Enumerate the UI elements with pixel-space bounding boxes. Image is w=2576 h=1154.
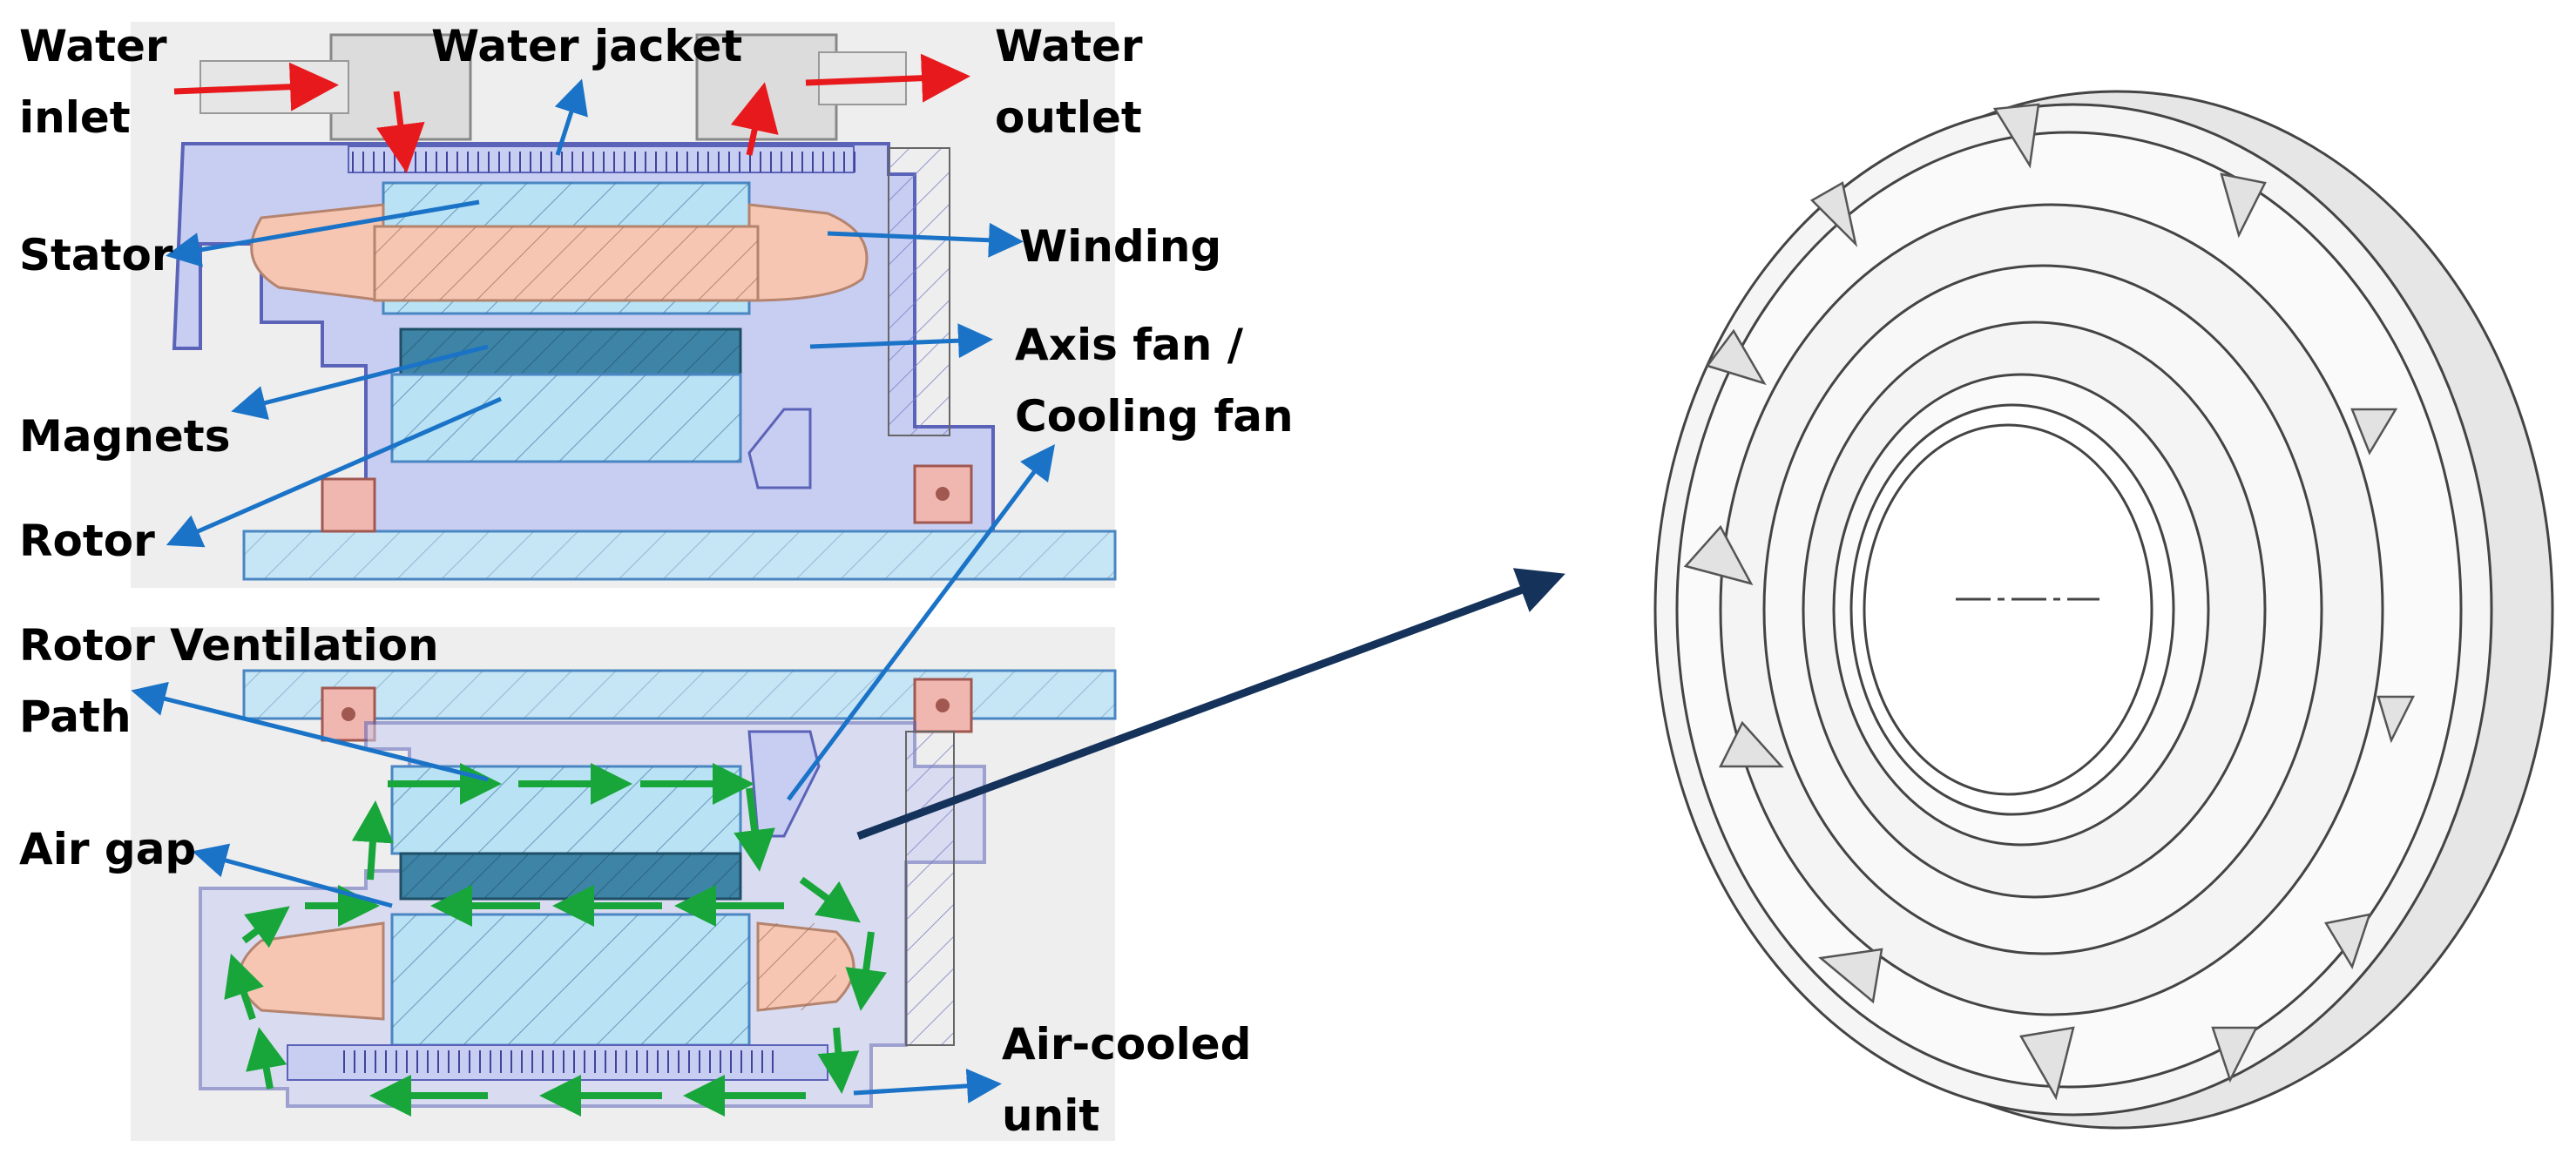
magnets-arrow — [231, 344, 489, 421]
water-flow-arrows — [173, 53, 970, 173]
fan-pointer-arrow — [856, 568, 1565, 840]
label-air-cooled-line2: unit — [1002, 1090, 1100, 1141]
label-water-outlet-line1: Water — [995, 21, 1143, 71]
label-air-gap: Air gap — [19, 824, 197, 874]
label-water-jacket: Water jacket — [431, 21, 743, 71]
label-rotor-ventilation-line2: Path — [19, 692, 132, 742]
label-axis-fan: Axis fan / Cooling fan — [1015, 309, 1294, 452]
top-housing-hatch — [888, 147, 950, 436]
label-rotor: Rotor — [19, 516, 155, 566]
label-water-outlet: Water outlet — [995, 10, 1143, 153]
axis-fan-arrow — [809, 323, 993, 359]
label-rotor-ventilation-line1: Rotor Ventilation — [19, 620, 439, 671]
fan-bore-inner — [1863, 423, 2153, 796]
water-up-arrow — [730, 82, 779, 156]
water-down-arrow — [376, 91, 425, 173]
label-water-inlet: Water inlet — [19, 10, 167, 153]
label-air-cooled-line1: Air-cooled — [1002, 1019, 1252, 1070]
top-bearing-right — [913, 464, 973, 524]
label-axis-fan-line2: Cooling fan — [1015, 391, 1294, 442]
label-water-inlet-line1: Water — [19, 21, 167, 71]
top-water-jacket — [348, 145, 855, 173]
label-water-inlet-line2: inlet — [19, 92, 131, 143]
label-air-cooled: Air-cooled unit — [1002, 1009, 1251, 1151]
water-jacket-arrow — [554, 78, 588, 156]
top-bearing-left — [321, 477, 376, 533]
label-axis-fan-line1: Axis fan / — [1015, 320, 1244, 370]
top-fan-blade — [747, 408, 812, 489]
bottom-air-cooled-fins — [287, 1044, 828, 1081]
air-flow-arrows — [224, 763, 888, 1117]
winding-arrow — [827, 222, 1024, 258]
rotor-ventilation-arrow — [131, 681, 489, 782]
label-water-outlet-line2: outlet — [995, 92, 1142, 143]
label-winding: Winding — [1019, 221, 1222, 272]
rotor-arrow — [166, 396, 503, 548]
water-in-arrow — [173, 62, 339, 111]
label-rotor-ventilation: Rotor Ventilation Path — [19, 610, 439, 752]
air-gap-arrow — [192, 843, 393, 908]
cooling-fan-3d-view — [1653, 90, 2554, 1130]
label-pointer-arrows — [131, 78, 1055, 1103]
label-magnets: Magnets — [19, 411, 231, 462]
cooling-fan-arrow — [787, 444, 1055, 801]
water-out-arrow — [805, 53, 970, 103]
fan-blades — [1683, 103, 2416, 1101]
bottom-housing-hatch — [905, 731, 955, 1046]
air-cooled-arrow — [853, 1068, 1002, 1103]
label-stator: Stator — [19, 230, 173, 280]
top-cross-section — [131, 22, 1117, 588]
stator-arrow — [166, 199, 480, 267]
